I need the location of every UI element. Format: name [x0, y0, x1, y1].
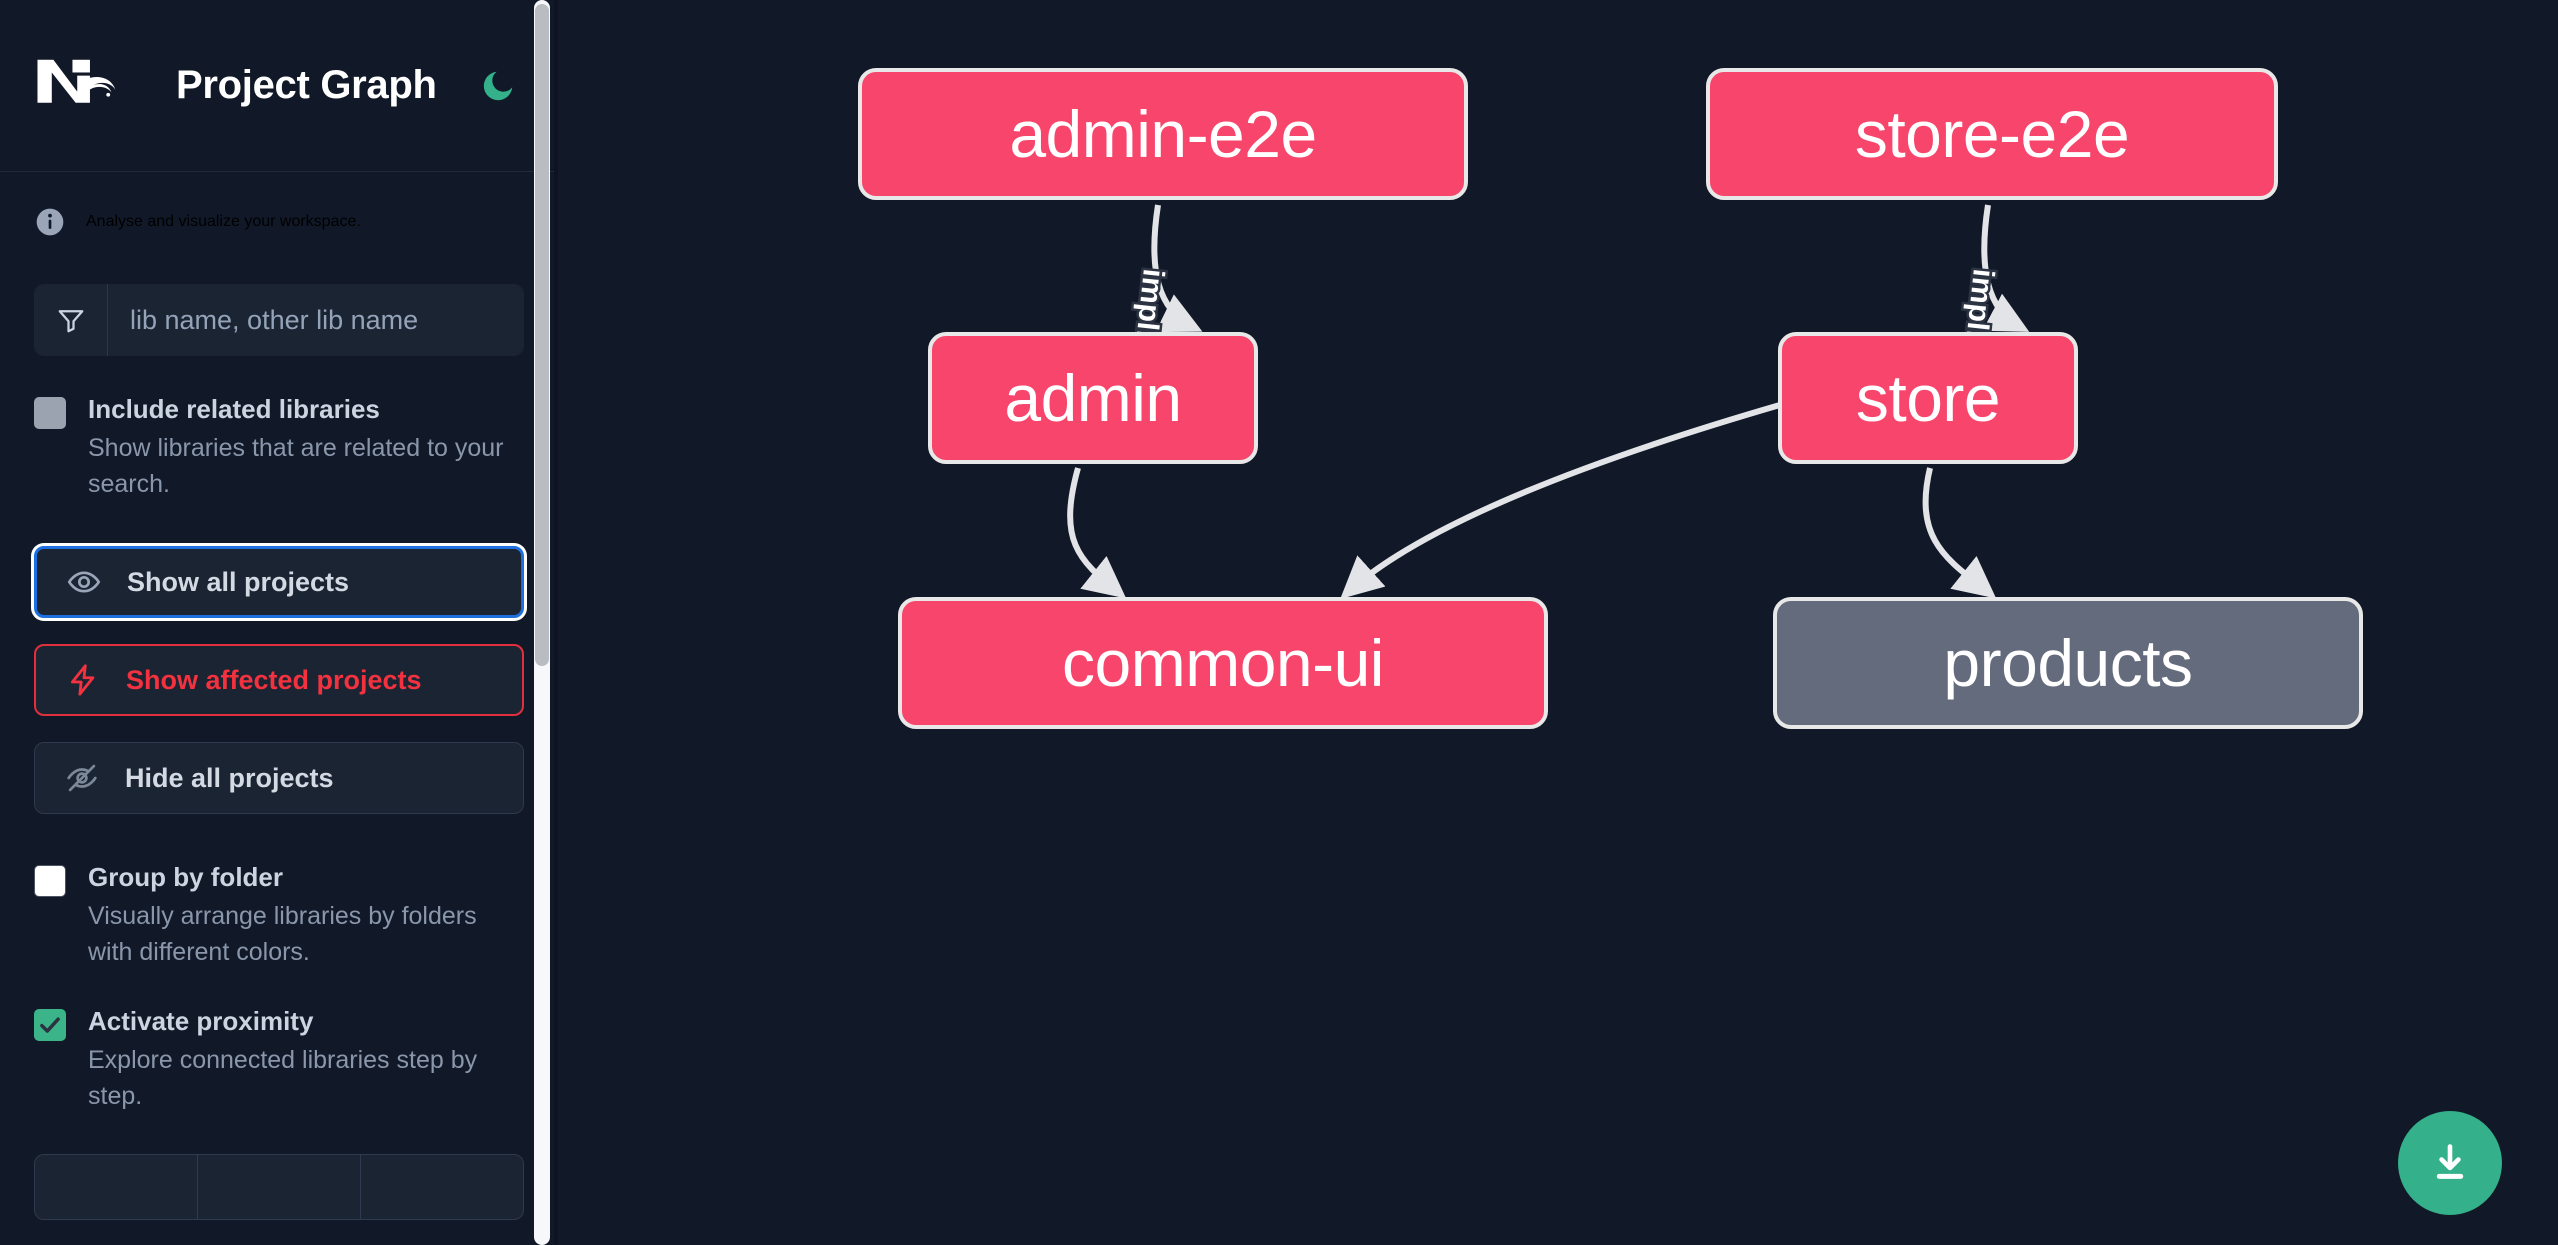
graph-node-admin[interactable]: admin — [928, 332, 1258, 464]
edge-store-common-ui — [1340, 402, 1781, 600]
download-icon — [2436, 1144, 2464, 1179]
option-description: Show libraries that are related to your … — [88, 434, 504, 498]
include-related-libraries-checkbox[interactable] — [34, 397, 66, 429]
eye-icon — [67, 571, 101, 593]
button-label: Show affected projects — [126, 664, 422, 695]
sidebar: Project Graph Analyse and visualize your… — [0, 0, 558, 1245]
download-button[interactable] — [2398, 1111, 2502, 1215]
option-include-related-libraries[interactable]: Include related libraries Show libraries… — [34, 392, 524, 502]
option-title: Group by folder — [88, 862, 283, 893]
search-input[interactable] — [108, 284, 524, 356]
button-label: Hide all projects — [125, 762, 334, 793]
segment-group[interactable] — [34, 1154, 524, 1221]
option-description: Explore connected libraries step by step… — [88, 1046, 478, 1110]
graph-node-store[interactable]: store — [1778, 332, 2078, 464]
info-icon — [34, 206, 66, 238]
segment-item-3[interactable] — [361, 1155, 523, 1219]
check-icon — [40, 1017, 60, 1033]
tagline-text: Analyse and visualize your workspace. — [86, 213, 361, 230]
sidebar-bottom-segment-group — [34, 1154, 524, 1221]
graph-canvas[interactable]: implicit implicit admin-e2e store-e2e ad… — [558, 0, 2558, 1245]
sidebar-divider — [554, 0, 558, 1245]
graph-node-common-ui[interactable]: common-ui — [898, 597, 1548, 729]
lightning-icon — [70, 664, 95, 696]
graph-node-products[interactable]: products — [1773, 597, 2363, 729]
edge-store-e2e-store — [1981, 204, 2030, 332]
tagline: Analyse and visualize your workspace. — [34, 172, 524, 272]
eye-off-icon — [67, 764, 97, 792]
sidebar-header: Project Graph — [0, 0, 558, 172]
projects-actions: Show all projects Show affected projects… — [34, 546, 524, 815]
show-all-projects-button[interactable]: Show all projects — [34, 546, 524, 619]
edge-admin-common-ui — [1067, 467, 1127, 599]
edge-admin-e2e-admin — [1151, 204, 1203, 333]
show-affected-projects-button[interactable]: Show affected projects — [34, 644, 524, 717]
segment-item-2[interactable] — [198, 1155, 361, 1220]
sidebar-scrollbar[interactable] — [534, 0, 550, 1245]
filter-icon — [34, 284, 108, 356]
activate-proximity-checkbox[interactable] — [34, 1009, 66, 1042]
nx-logo-icon — [34, 55, 130, 117]
button-label: Show all projects — [127, 566, 350, 597]
sidebar-scrollbar-thumb[interactable] — [535, 4, 549, 666]
graph-node-store-e2e[interactable]: store-e2e — [1706, 68, 2278, 200]
graph-node-admin-e2e[interactable]: admin-e2e — [858, 68, 1468, 200]
group-by-folder-checkbox[interactable] — [34, 865, 66, 898]
option-group-by-folder[interactable]: Group by folder Visually arrange librari… — [34, 860, 524, 970]
option-description: Visually arrange libraries by folders wi… — [88, 902, 477, 966]
page-title: Project Graph — [176, 63, 437, 107]
sidebar-body: Analyse and visualize your workspace. In… — [0, 172, 558, 1221]
edge-store-products — [1922, 467, 1997, 599]
moon-icon[interactable] — [475, 63, 521, 109]
option-activate-proximity[interactable]: Activate proximity Explore connected lib… — [34, 1004, 524, 1114]
option-title: Include related libraries — [88, 394, 380, 424]
search-filter-row[interactable] — [34, 284, 524, 356]
segment-item-1[interactable] — [35, 1155, 198, 1220]
hide-all-projects-button[interactable]: Hide all projects — [34, 742, 524, 815]
option-title: Activate proximity — [88, 1006, 314, 1037]
